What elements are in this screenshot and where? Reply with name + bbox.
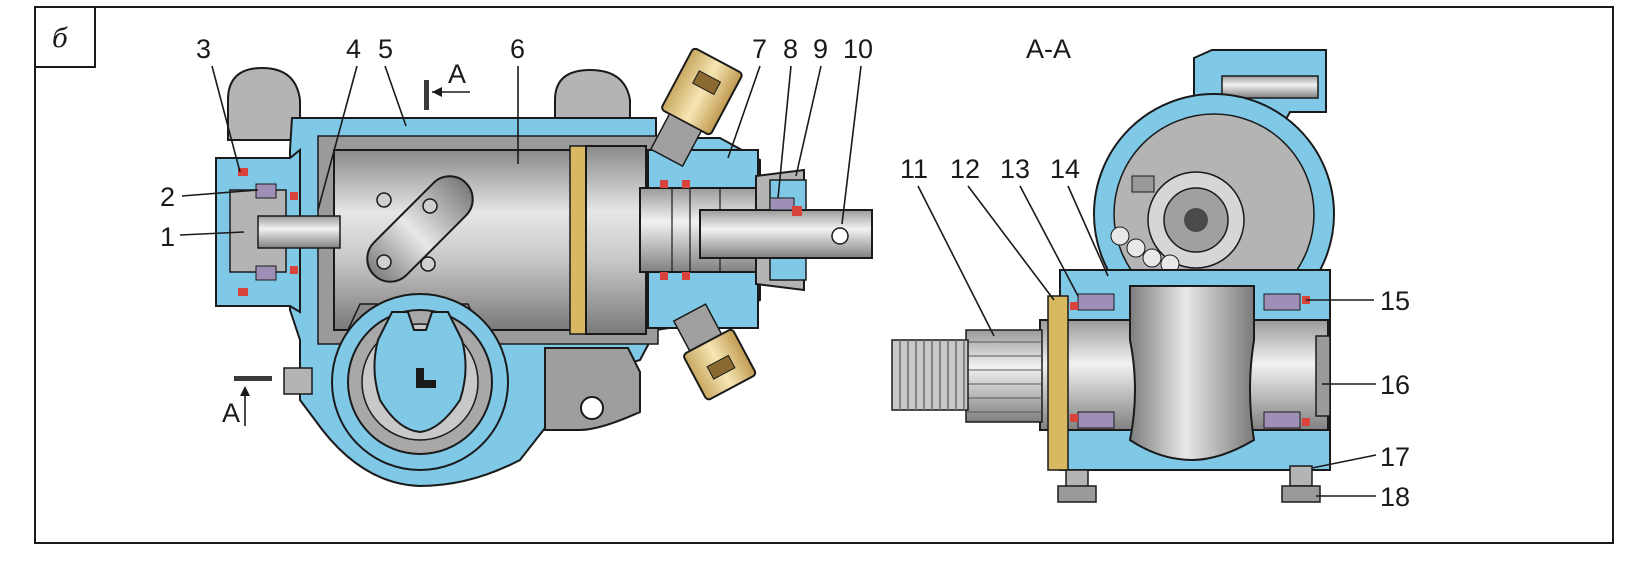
thread-lines <box>899 340 965 410</box>
seal-mid-upper <box>290 192 298 200</box>
leader-lines <box>179 65 1377 497</box>
lug-hole <box>580 396 604 420</box>
bearing-left-lower <box>1077 411 1115 429</box>
callout-4: 4 <box>346 34 361 64</box>
callout-numbers: 1 2 3 4 5 6 7 8 9 10 11 12 13 14 15 16 1… <box>160 34 1410 512</box>
callout-15: 15 <box>1380 286 1410 316</box>
callout-8: 8 <box>783 34 798 64</box>
longitudinal-section: А А <box>215 47 873 488</box>
valve-seal-2 <box>682 180 690 188</box>
input-seal <box>792 206 802 216</box>
callout-7: 7 <box>752 34 767 64</box>
callout-17: 17 <box>1380 442 1410 472</box>
cross-section-a-a: А-А <box>891 34 1335 503</box>
section-title: А-А <box>1026 34 1071 64</box>
nut-right <box>1281 485 1321 503</box>
ball-return-tube <box>366 175 474 283</box>
callout-9: 9 <box>813 34 828 64</box>
callout-18: 18 <box>1380 482 1410 512</box>
seal-cross-1 <box>1070 302 1078 310</box>
bearing-right-lower <box>1263 411 1301 429</box>
seal-lower <box>238 288 248 296</box>
input-shaft-hole <box>831 227 849 245</box>
callout-6: 6 <box>510 34 525 64</box>
callout-12: 12 <box>950 154 980 184</box>
seal-upper <box>238 168 248 176</box>
callout-14: 14 <box>1050 154 1080 184</box>
valve-seal-1 <box>660 180 668 188</box>
seal-cross-2 <box>1070 414 1078 422</box>
top-stud <box>1221 75 1319 99</box>
stud-right <box>1289 465 1313 487</box>
section-line-bottom <box>234 376 272 381</box>
callout-2: 2 <box>160 182 175 212</box>
seal-cross-4 <box>1302 418 1310 426</box>
bearing-left-upper <box>1077 293 1115 311</box>
section-mark-top: А <box>448 59 466 89</box>
piston-head <box>585 145 647 335</box>
side-cover <box>1047 295 1069 471</box>
valve-seal-3 <box>660 272 668 280</box>
thrust-bearing-lower <box>255 265 277 281</box>
callout-10: 10 <box>843 34 873 64</box>
valve-seal-4 <box>682 272 690 280</box>
bearing-right-upper <box>1263 293 1301 311</box>
splined-shaft <box>965 329 1043 423</box>
callout-16: 16 <box>1380 370 1410 400</box>
section-mark-bottom: А <box>222 398 240 428</box>
figure-frame <box>34 6 1614 544</box>
callout-1: 1 <box>160 222 175 252</box>
section-line-top <box>424 80 429 110</box>
panel-letter: б <box>52 24 68 54</box>
mounting-lug-lower <box>544 347 641 431</box>
pressure-fitting-top <box>649 47 743 168</box>
cross-screw <box>1131 175 1155 193</box>
panel-letter-box <box>34 6 96 68</box>
sector-key <box>416 368 436 388</box>
input-shaft-left <box>257 215 341 249</box>
thrust-bearing-upper <box>255 183 277 199</box>
worm-center <box>1184 208 1208 232</box>
nut-left <box>1057 485 1097 503</box>
recirculating-balls <box>1110 226 1180 274</box>
mounting-lug-left <box>227 66 301 141</box>
input-bearing <box>769 197 795 211</box>
pressure-fitting-bottom <box>672 303 757 401</box>
callout-11: 11 <box>900 154 928 184</box>
spline-lines <box>966 341 1042 413</box>
housing-bolt <box>283 367 313 395</box>
callout-13: 13 <box>1000 154 1030 184</box>
callout-3: 3 <box>196 34 211 64</box>
end-plug <box>1315 335 1331 417</box>
piston-band <box>569 145 587 335</box>
sector-body <box>1128 285 1256 462</box>
callout-5: 5 <box>378 34 393 64</box>
seal-mid-lower <box>290 266 298 274</box>
